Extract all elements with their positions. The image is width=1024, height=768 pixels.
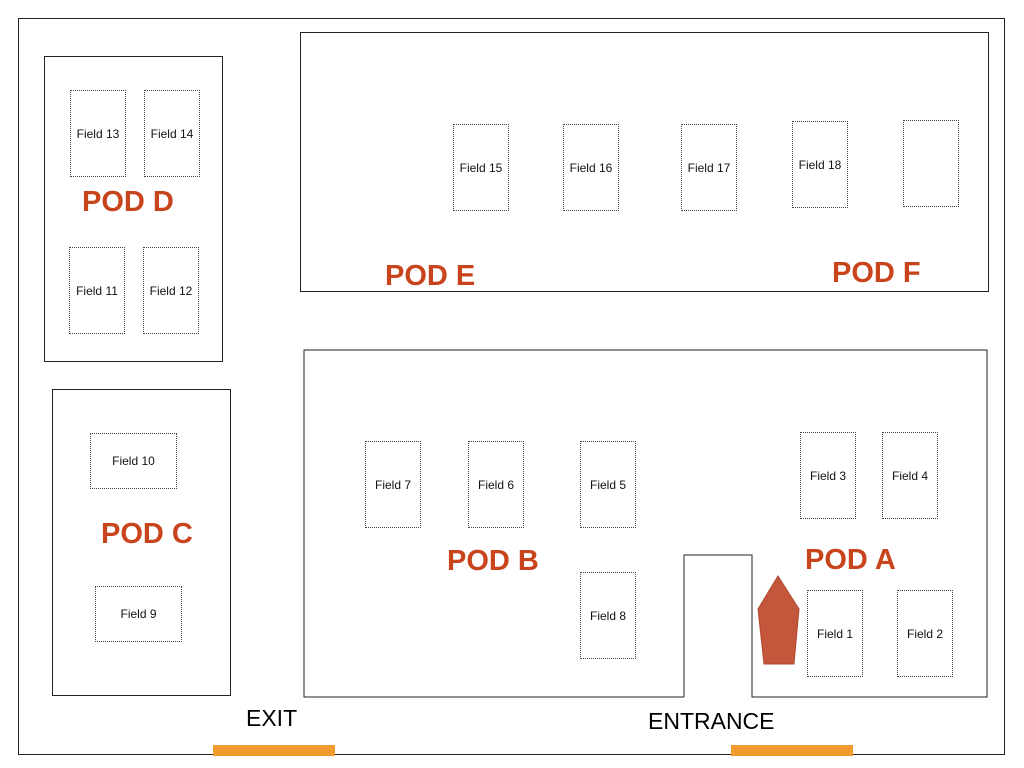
field-18[interactable]: Field 18 (792, 121, 848, 208)
field-4[interactable]: Field 4 (882, 432, 938, 519)
pod-b-label: POD B (447, 545, 539, 577)
pod-d-area (44, 56, 223, 362)
entrance-label: ENTRANCE (648, 708, 775, 734)
pod-f-label: POD F (832, 257, 921, 289)
field-17[interactable]: Field 17 (681, 124, 737, 211)
entrance-door-bar (731, 745, 853, 756)
field-10[interactable]: Field 10 (90, 433, 177, 489)
field-3[interactable]: Field 3 (800, 432, 856, 519)
building-outline (18, 18, 1005, 755)
field-14[interactable]: Field 14 (144, 90, 200, 177)
field-6[interactable]: Field 6 (468, 441, 524, 528)
field-15[interactable]: Field 15 (453, 124, 509, 211)
field-9[interactable]: Field 9 (95, 586, 182, 642)
pod-c-area (52, 389, 231, 696)
field-16[interactable]: Field 16 (563, 124, 619, 211)
field-13[interactable]: Field 13 (70, 90, 126, 177)
pod-d-label: POD D (82, 186, 174, 218)
field-8[interactable]: Field 8 (580, 572, 636, 659)
pod-c-label: POD C (101, 518, 193, 550)
pod-a-label: POD A (805, 544, 896, 576)
field-2[interactable]: Field 2 (897, 590, 953, 677)
field-12[interactable]: Field 12 (143, 247, 199, 334)
field-11[interactable]: Field 11 (69, 247, 125, 334)
field-unlabeled[interactable] (903, 120, 959, 207)
pod-ef-area (300, 32, 989, 292)
pod-e-label: POD E (385, 260, 476, 292)
field-1[interactable]: Field 1 (807, 590, 863, 677)
field-7[interactable]: Field 7 (365, 441, 421, 528)
exit-door-bar (213, 745, 335, 756)
exit-label: EXIT (246, 705, 298, 731)
field-5[interactable]: Field 5 (580, 441, 636, 528)
